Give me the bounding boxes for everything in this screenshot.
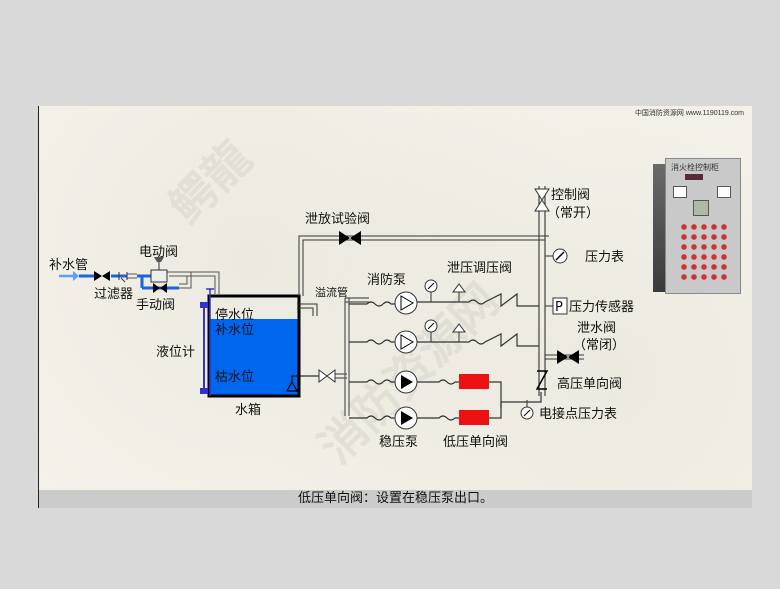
label-pressure-gauge: 压力表 (585, 250, 624, 265)
label-electric-valve: 电动阀 (139, 245, 178, 260)
label-relief-valve: 泄压调压阀 (447, 261, 512, 276)
diagram-slide: 中国消防资源网 www.1190119.com 鳄龍 消防资源网 (38, 106, 752, 490)
jockey-pump-line-1 (349, 370, 502, 408)
electric-valve-icon (150, 257, 168, 283)
fire-pump-line-1 (349, 279, 539, 315)
level-gauge-icon (200, 288, 214, 396)
svg-text:P: P (555, 300, 563, 315)
cabinet-title: 消火栓控制柜 (671, 163, 719, 172)
label-jockey-pump: 稳压泵 (379, 434, 418, 450)
label-level-gauge: 液位计 (156, 345, 195, 360)
drain-valve-icon (545, 350, 584, 364)
jockey-pump-line-2 (349, 392, 542, 430)
label-pressure-sensor: 压力传感器 (569, 299, 634, 315)
foot-valve-icon (285, 375, 319, 392)
label-makeup-pipe: 补水管 (49, 258, 88, 273)
low-check-valve-2 (459, 410, 489, 425)
label-low-check-valve: 低压单向阀 (443, 434, 508, 450)
control-valve-icon (534, 188, 550, 212)
label-overflow-pipe: 溢流管 (315, 285, 348, 299)
label-filter: 过滤器 (94, 287, 133, 302)
watermark-1: 鳄龍 (159, 131, 262, 234)
caption-bar: 低压单向阀：设置在稳压泵出口。 (38, 490, 752, 508)
water-tank (207, 294, 301, 398)
label-fire-pump: 消防泵 (367, 272, 406, 288)
label-drain-test-valve: 泄放试验阀 (305, 211, 370, 227)
label-control-valve-state: （常开） (547, 206, 599, 221)
manual-valve-icon (153, 283, 167, 293)
label-dry-level: 枯水位 (215, 370, 254, 385)
drain-test-valve-icon (339, 231, 361, 245)
fire-pump-line-2 (349, 319, 539, 354)
label-drain-valve-state: （常闭） (573, 338, 625, 353)
pressure-sensor-icon: P (545, 297, 568, 315)
low-check-valve-1 (459, 374, 489, 389)
label-control-valve: 控制阀 (551, 188, 590, 203)
label-high-check-valve: 高压单向阀 (557, 376, 622, 392)
inflow-arrow-icon (59, 271, 79, 281)
label-makeup-level: 补水位 (215, 323, 254, 338)
label-tank: 水箱 (235, 402, 261, 418)
high-check-valve-icon (535, 370, 549, 390)
suction-valve-icon (318, 369, 336, 383)
filter-icon (118, 272, 128, 283)
label-manual-valve: 手动阀 (136, 298, 175, 313)
contact-pressure-gauge-icon (520, 400, 534, 420)
inlet-valve-icon (94, 271, 110, 281)
site-credit: 中国消防资源网 www.1190119.com (634, 110, 744, 117)
caption-text: 低压单向阀：设置在稳压泵出口。 (297, 491, 493, 506)
label-contact-gauge: 电接点压力表 (539, 406, 617, 422)
label-drain-valve: 泄水阀 (577, 321, 616, 336)
control-cabinet: 消火栓控制柜 (653, 158, 741, 294)
label-stop-level: 停水位 (215, 307, 254, 323)
pressure-gauge-icon (545, 248, 568, 264)
fire-water-system-diagram: 鳄龍 消防资源网 (49, 131, 634, 474)
